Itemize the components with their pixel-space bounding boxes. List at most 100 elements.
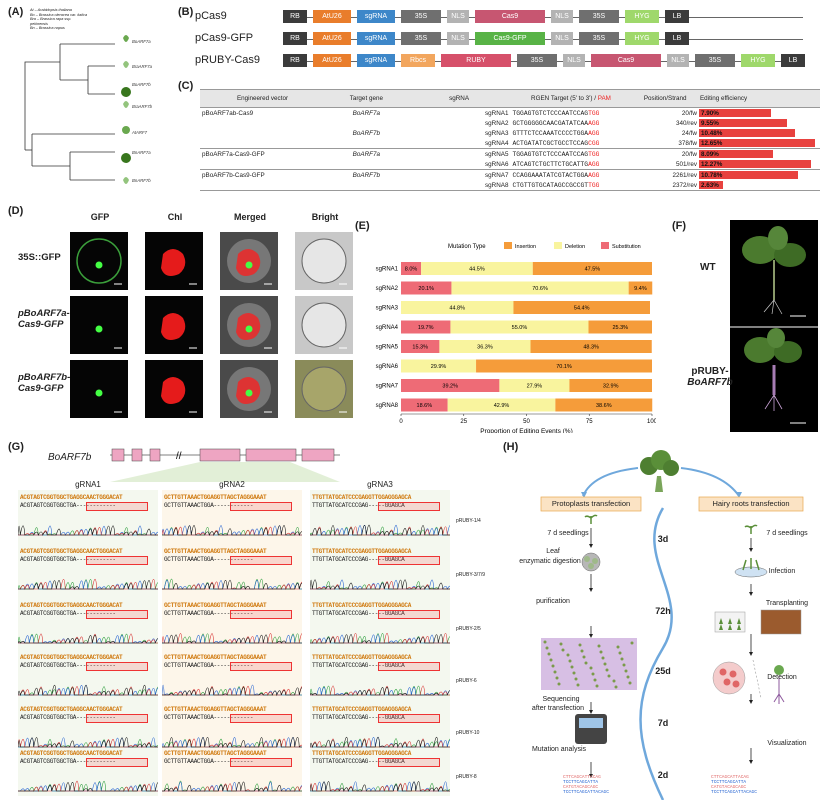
legend-line: Bra – Brassica rapa ssp. pekinensis	[30, 17, 72, 26]
trace-line	[18, 684, 158, 697]
vector-cell	[200, 159, 325, 170]
micro-column-title: Merged	[233, 212, 266, 222]
efficiency-value: 8.09%	[700, 150, 719, 158]
legend-line: Bo – Brassica oleracea var. italica	[30, 12, 88, 17]
indel-box	[378, 502, 440, 511]
workflow-label: 7 d seedlings	[547, 530, 589, 537]
bar-data-label: 48.3%	[583, 345, 599, 351]
tree-leaf-label: AtARF7	[131, 130, 148, 135]
bar-segment	[588, 320, 652, 334]
micro-image	[220, 360, 278, 418]
bar-data-label: 9.4%	[634, 286, 647, 292]
micro-image	[295, 360, 353, 418]
vector-segment: LB	[781, 54, 805, 67]
category-label: sgRNA4	[376, 325, 399, 331]
workflow-label: 7 d seedlings	[766, 530, 808, 537]
sample-label: pRUBY-10	[456, 730, 480, 736]
sequence-glyph: TCCTTCAGCATTA	[711, 779, 746, 785]
gene-name: BoARF7b	[48, 452, 92, 463]
micro-image	[145, 296, 203, 354]
vector-segment: AtU26	[313, 54, 351, 67]
bar-segment	[555, 398, 653, 412]
vector-segment: LB	[665, 32, 689, 45]
sgrna-cell: sgRNA5	[485, 150, 509, 158]
species-legend: At – Arabidopsis thaliana Bo – Brassica …	[30, 8, 90, 31]
chromatogram	[310, 781, 450, 792]
vector-cell: pBoARF7a-Cas9-GFP	[202, 150, 265, 158]
plant-drawings	[730, 226, 818, 424]
vector-cell	[200, 118, 325, 128]
position-cell: 2261/rev	[672, 171, 697, 179]
sample-label: pRUBY-2/5	[456, 626, 481, 632]
micro-cell	[301, 302, 347, 349]
chromatogram	[18, 684, 158, 697]
efficiency-cell: 12.65%	[698, 138, 820, 149]
bar-segment	[401, 320, 451, 334]
tree-leaf-label: BnARF7b	[132, 178, 151, 183]
x-tick-label: 100	[647, 419, 656, 425]
micro-image	[220, 296, 278, 354]
mutant-sequence: GCTTGTTAAACTGGA------------	[164, 758, 254, 765]
workflow-label: after transfection	[531, 705, 585, 712]
vector-name: pCas9	[195, 10, 227, 22]
panel-label-f: (F)	[672, 220, 687, 232]
mutant-sequence: GCTTGTTAAACTGGA------------	[164, 662, 254, 669]
micro-cell	[76, 238, 122, 285]
vector-segment: NLS	[563, 54, 585, 67]
vector-segment: NLS	[551, 32, 573, 45]
workflow-label: Visualization	[767, 740, 807, 747]
wt-label: WT	[700, 262, 716, 273]
panel-label-g: (G)	[8, 441, 24, 453]
target-seq: GTTTCTCCAAATCCCCTGGA	[512, 129, 589, 137]
pam-seq: TGG	[588, 181, 600, 189]
chromatogram	[310, 736, 450, 749]
mutant-sequence: GCTTGTTAAACTGGA------------	[164, 714, 254, 721]
bar-data-label: 47.5%	[585, 267, 601, 273]
micro-cell	[95, 389, 122, 413]
panel-label-b: (B)	[178, 6, 194, 18]
mutant-sequence: ACGTAGTCGGTGGCTGA------------	[20, 502, 116, 509]
vector-segment: Cas9-GFP	[475, 32, 545, 45]
target-cell: ATCAGTCTGCTTCTGCATTGAGG	[510, 159, 631, 170]
tree-leaf-label: BnARF7a	[132, 150, 151, 155]
efficiency-bar	[698, 181, 724, 189]
bar-segment	[628, 281, 653, 295]
vector-segment: 35S	[517, 54, 557, 67]
bar-segment	[401, 281, 452, 295]
micro-column-title: Chl	[167, 212, 183, 222]
bar-segment	[447, 398, 556, 412]
micro-cell	[161, 313, 197, 349]
mutant-sequence: ACGTAGTCGGTGGCTGA------------	[20, 758, 116, 765]
workflow-label: Hairy roots transfection	[712, 499, 790, 508]
table-header: Position/Strand	[631, 89, 699, 108]
efficiency-bar	[698, 139, 815, 147]
sequence-glyph: CATGTACAGCAGC	[563, 784, 598, 790]
trace-line	[310, 736, 450, 748]
mutant-sequence: TTGTTATGCATCCCGAG-----GGAGCA	[312, 610, 405, 617]
sequence-glyph: CATGTACAGCAGC	[711, 784, 746, 790]
reference-sequence: ACGTAGTCGGTGGCTGAGGCAACTGGGACAT	[20, 602, 123, 609]
sgrna-cell: sgRNA2	[485, 119, 509, 127]
legend-entry: Substitution	[612, 244, 641, 250]
gene-cell: BoARF7a	[352, 109, 380, 117]
legend-title: Mutation Type	[448, 244, 486, 250]
vector-segment: NLS	[447, 32, 469, 45]
sgrna-cell: sgRNA3	[485, 129, 509, 137]
trace-line	[18, 634, 158, 644]
chromatogram	[162, 578, 302, 591]
grna-title: gRNA1	[75, 480, 101, 489]
x-tick-label: 50	[523, 419, 530, 425]
efficiency-cell: 12.27%	[698, 159, 820, 170]
sequence-glyph: TCCTTCAGCATTACAGC	[711, 789, 757, 795]
workflow-label: Infection	[768, 568, 796, 575]
reference-sequence: GCTTGTTAAACTGGAGGTTAGCTAGGGAAAT	[164, 706, 267, 713]
pam-seq: AGG	[588, 119, 600, 127]
reference-sequence: TTGTTATGCATCCCGAGGTTGGAGGGAGCA	[312, 750, 412, 757]
sequence-glyph: CTTCAGCATTACAG	[563, 774, 601, 780]
x-tick-label: 75	[586, 419, 593, 425]
bar-data-label: 20.1%	[418, 286, 434, 292]
